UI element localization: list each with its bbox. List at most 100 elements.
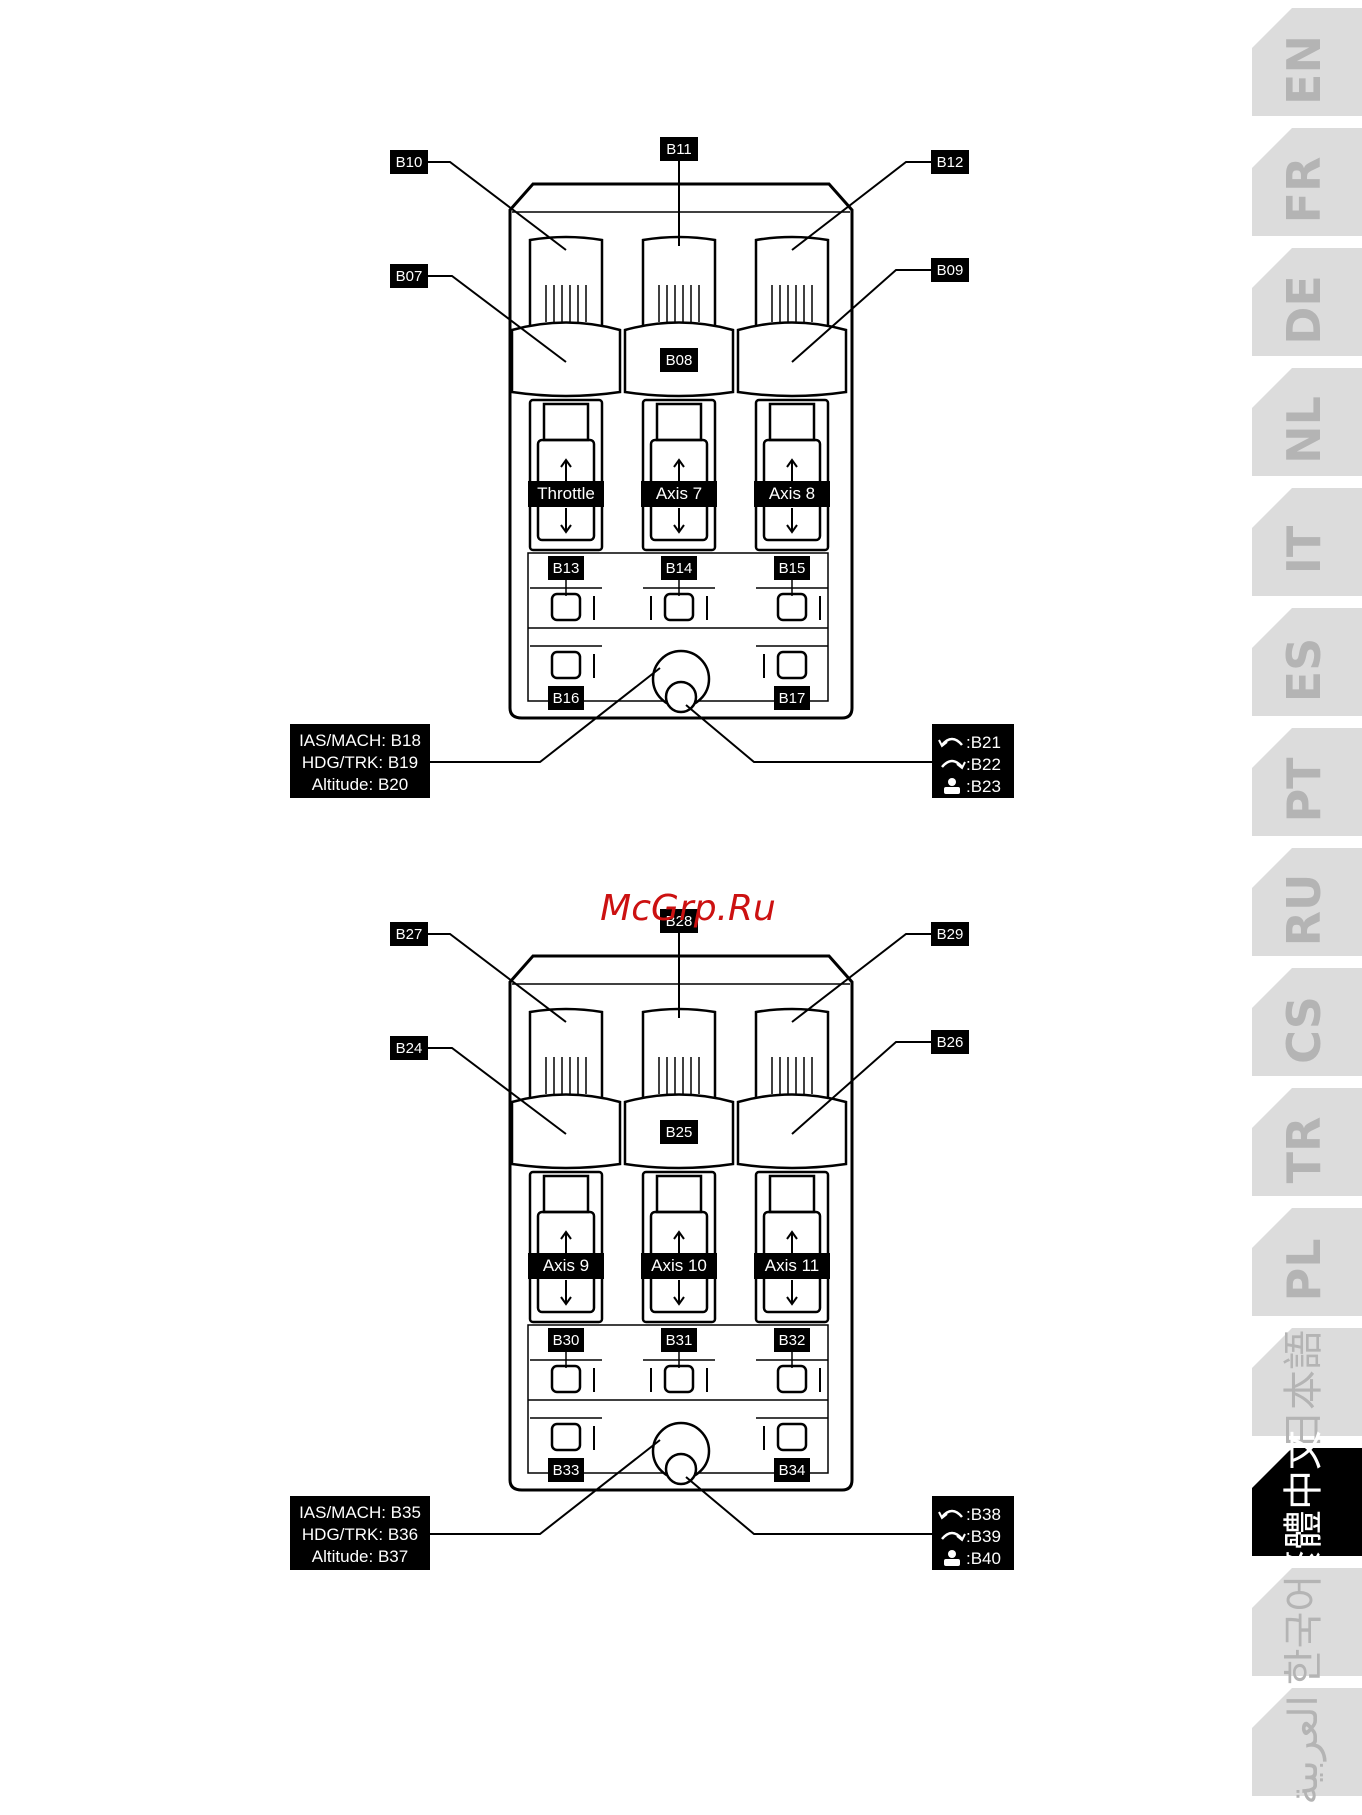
language-tab-5[interactable]: ES xyxy=(1252,608,1362,716)
leader-line xyxy=(428,1047,567,1135)
label-box-bg xyxy=(754,1253,830,1279)
button-label: B11 xyxy=(660,137,698,161)
language-tab-8[interactable]: CS xyxy=(1252,968,1362,1076)
axis-label: Axis 9 xyxy=(528,1253,604,1279)
arrowhead-icon xyxy=(956,1533,966,1542)
knob-inner xyxy=(664,1452,698,1486)
rotary-box-bg xyxy=(932,724,1014,798)
rotary-function-line: :B22 xyxy=(966,755,1001,774)
arrowhead-icon xyxy=(938,739,948,748)
language-tab-7[interactable]: RU xyxy=(1252,848,1362,956)
knob-function-line: IAS/MACH: B35 xyxy=(299,1503,421,1522)
axis-label: Axis 10 xyxy=(641,1253,717,1279)
arrow-up-icon xyxy=(560,458,572,484)
label-box-bg xyxy=(528,1253,604,1279)
tab-label: IT xyxy=(1277,525,1331,574)
tab-label: NL xyxy=(1277,396,1331,464)
arrow-down-icon xyxy=(786,1280,798,1306)
leader-line xyxy=(791,161,933,251)
tab-label: CS xyxy=(1277,996,1331,1064)
language-tab-1[interactable]: FR xyxy=(1252,128,1362,236)
lever-shaft xyxy=(754,398,830,552)
language-tab-6[interactable]: PT xyxy=(1252,728,1362,836)
language-tab-14[interactable]: العربية xyxy=(1252,1688,1362,1805)
label-box-bg xyxy=(528,481,604,507)
label-text: B26 xyxy=(937,1034,964,1051)
tab-shape xyxy=(1252,248,1362,356)
toggle-body xyxy=(663,1364,695,1394)
rotary-knob xyxy=(651,1421,711,1486)
label-box-bg xyxy=(661,556,697,580)
button-label: B26 xyxy=(931,1030,969,1054)
tab-label: FR xyxy=(1277,157,1331,224)
tab-shape xyxy=(1252,1448,1362,1556)
tab-shape xyxy=(1252,848,1362,956)
axis-label: Axis 7 xyxy=(641,481,717,507)
language-tab-11[interactable]: 日本語 xyxy=(1252,1328,1362,1450)
button-label: B17 xyxy=(774,686,810,710)
tab-label: EN xyxy=(1277,35,1331,105)
leader-line xyxy=(685,1476,934,1535)
label-box-bg xyxy=(548,1458,584,1482)
axis-label: Throttle xyxy=(528,481,604,507)
language-tab-3[interactable]: NL xyxy=(1252,368,1362,476)
language-tab-13[interactable]: 한국어 xyxy=(1252,1568,1362,1685)
lever-shaft xyxy=(528,1170,604,1324)
lever-1: Axis 10 xyxy=(623,1007,735,1324)
label-box-bg xyxy=(641,481,717,507)
language-tab-0[interactable]: EN xyxy=(1252,8,1362,116)
toggle-body xyxy=(663,592,695,622)
rotary-knob xyxy=(651,649,711,714)
label-text: Axis 10 xyxy=(651,1256,707,1275)
button-label: B07 xyxy=(390,264,428,288)
label-text: B34 xyxy=(779,1462,806,1479)
language-tab-4[interactable]: IT xyxy=(1252,488,1362,596)
panel-body xyxy=(508,954,854,1492)
label-text: B11 xyxy=(666,141,692,158)
arrowhead-icon xyxy=(956,761,966,770)
language-tab-2[interactable]: DE xyxy=(1252,248,1362,356)
tab-shape xyxy=(1252,368,1362,476)
language-tab-12[interactable]: 繁體中文 xyxy=(1252,1430,1362,1590)
tab-shape xyxy=(1252,8,1362,116)
language-tab-9[interactable]: TR xyxy=(1252,1088,1362,1196)
button-label: B08 xyxy=(660,348,698,372)
tab-shape xyxy=(1252,1208,1362,1316)
label-box-bg xyxy=(660,909,698,933)
tab-label: العربية xyxy=(1281,1695,1327,1804)
label-box-bg xyxy=(390,922,428,946)
button-label: B24 xyxy=(390,1036,428,1060)
label-box-bg xyxy=(774,1328,810,1352)
language-tab-10[interactable]: PL xyxy=(1252,1208,1362,1316)
label-box-bg xyxy=(660,137,698,161)
label-text: B10 xyxy=(396,154,423,171)
lever-shaft-inner xyxy=(655,1174,703,1214)
push-icon xyxy=(948,778,956,786)
tab-label: 日本語 xyxy=(1281,1330,1327,1450)
label-text: B28 xyxy=(666,913,693,930)
label-text: B27 xyxy=(396,926,423,943)
bottom-toggle-0: B33 xyxy=(530,1417,602,1482)
lever-0: Axis 9 xyxy=(510,1007,622,1324)
toggle-switch-0: B30 xyxy=(530,1328,602,1394)
label-box-bg xyxy=(774,556,810,580)
label-box-bg xyxy=(660,1120,698,1144)
lever-shaft xyxy=(754,1170,830,1324)
tab-shape xyxy=(1252,968,1362,1076)
lever-top-grip xyxy=(754,1007,830,1102)
label-box-bg xyxy=(548,686,584,710)
toggle-body xyxy=(776,1422,808,1452)
arrow-down-icon xyxy=(560,1280,572,1306)
label-text: Throttle xyxy=(537,484,595,503)
toggle-body xyxy=(776,592,808,622)
button-label: B16 xyxy=(548,686,584,710)
label-text: B30 xyxy=(553,1332,580,1349)
button-label: B15 xyxy=(774,556,810,580)
label-text: B33 xyxy=(553,1462,580,1479)
label-box-bg xyxy=(641,1253,717,1279)
watermark-text: McGrp.Ru xyxy=(600,888,776,929)
arrow-down-icon xyxy=(786,508,798,534)
lever-shaft-inner xyxy=(542,1174,590,1214)
push-base-icon xyxy=(944,787,960,794)
